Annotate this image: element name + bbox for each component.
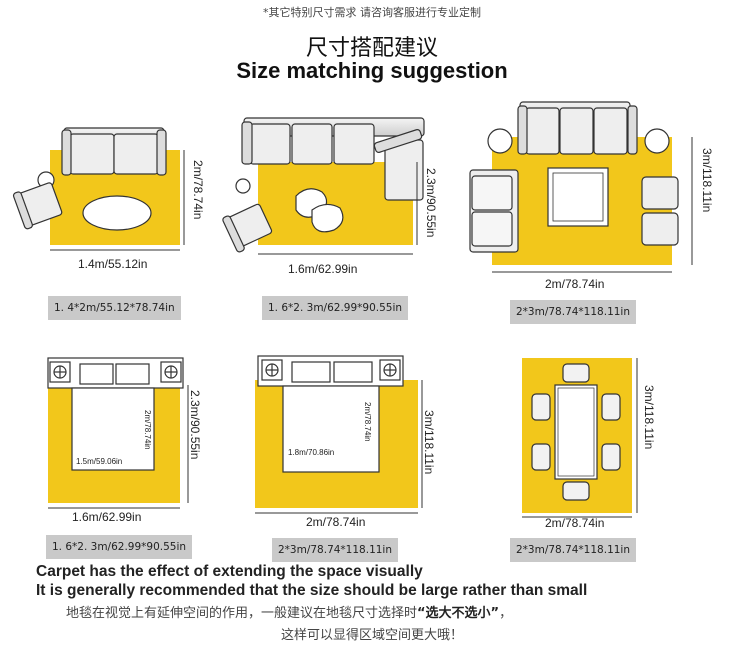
scene-2-size-tag: 1. 6*2. 3m/62.99*90.55in bbox=[262, 296, 409, 320]
scene-4-bed-width-label: 1.5m/59.06in bbox=[76, 457, 123, 466]
scene-bedroom-medium bbox=[47, 357, 189, 509]
bed-4-icon bbox=[71, 387, 155, 471]
footer-line-1: Carpet has the effect of extending the s… bbox=[36, 563, 423, 580]
scene-dining-room bbox=[522, 358, 638, 518]
sofa-2-icon bbox=[241, 117, 425, 201]
nightstand-5a-icon bbox=[261, 359, 283, 381]
pillow-5a-icon bbox=[291, 361, 331, 383]
scene-1-width-label: 1.4m/55.12in bbox=[78, 257, 148, 271]
scene-4-height-label: 2.3m/90.55in bbox=[188, 390, 202, 460]
footer-line-4: 这样可以显得区域空间更大哦！ bbox=[280, 628, 463, 643]
scene-5-width-label: 2m/78.74in bbox=[306, 515, 366, 529]
armchair-2-icon bbox=[222, 203, 273, 253]
sofa-1-icon bbox=[61, 127, 167, 176]
dining-table-icon bbox=[554, 384, 598, 480]
coffee-tables-2-icon bbox=[295, 188, 344, 233]
pillow-4a-icon bbox=[79, 363, 114, 385]
scene-1-height-label: 2m/78.74in bbox=[191, 160, 205, 220]
coffee-table-1-icon bbox=[82, 195, 152, 231]
nightstand-5b-icon bbox=[379, 359, 401, 381]
scene-3-width-label: 2m/78.74in bbox=[545, 277, 605, 291]
scene-2-height-label: 2.3m/90.55in bbox=[424, 168, 438, 238]
coffee-table-3-icon bbox=[547, 167, 609, 227]
dining-chairs-icon bbox=[531, 363, 621, 501]
side-table-3a-icon bbox=[487, 128, 513, 154]
sofa-3-icon bbox=[517, 101, 638, 155]
scene-3-size-tag: 2*3m/78.74*118.11in bbox=[510, 300, 636, 324]
scene-5-height-label: 3m/118.11in bbox=[422, 410, 436, 475]
scene-4-size-tag: 1. 6*2. 3m/62.99*90.55in bbox=[46, 535, 193, 559]
loveseat-3-icon bbox=[469, 169, 519, 253]
footer-line-3-prefix: 地毯在视觉上有延伸空间的作用，一般建议在地毯尺寸选择时 bbox=[66, 606, 418, 621]
scene-2-width-label: 1.6m/62.99in bbox=[288, 262, 358, 276]
side-table-3b-icon bbox=[644, 128, 670, 154]
armchair-1-icon bbox=[12, 182, 63, 230]
pillow-4b-icon bbox=[115, 363, 150, 385]
bed-5-icon bbox=[282, 385, 380, 473]
scene-living-room-large bbox=[469, 101, 693, 273]
scene-4-width-label: 1.6m/62.99in bbox=[72, 510, 142, 524]
nightstand-4a-icon bbox=[49, 361, 71, 383]
scene-living-room-small bbox=[12, 127, 185, 251]
scene-1-size-tag: 1. 4*2m/55.12*78.74in bbox=[48, 296, 181, 320]
side-table-2-icon bbox=[235, 178, 251, 194]
nightstand-4b-icon bbox=[160, 361, 182, 383]
scene-5-size-tag: 2*3m/78.74*118.11in bbox=[272, 538, 398, 562]
scene-5-bed-width-label: 1.8m/70.86in bbox=[288, 448, 335, 457]
footer-line-3: 地毯在视觉上有延伸空间的作用，一般建议在地毯尺寸选择时“选大不选小”， bbox=[66, 602, 512, 621]
scene-4-bed-length-label: 2m/78.74in bbox=[143, 410, 152, 450]
footer-line-2: It is generally recommended that the siz… bbox=[36, 582, 588, 599]
scene-5-bed-length-label: 2m/78.74in bbox=[363, 402, 372, 442]
scene-3-height-label: 3m/118.11in bbox=[700, 148, 714, 213]
custom-size-note: *其它特别尺寸需求 请咨询客服进行专业定制 bbox=[263, 6, 481, 19]
pillow-5b-icon bbox=[333, 361, 373, 383]
footer-line-3-suffix: ， bbox=[499, 606, 513, 621]
scene-living-room-medium bbox=[222, 117, 425, 255]
page-title-chinese: 尺寸搭配建议 bbox=[305, 36, 438, 61]
footer-line-3-emphasis: “选大不选小” bbox=[417, 606, 500, 621]
ottomans-3-icon bbox=[641, 176, 679, 246]
page-title-english: Size matching suggestion bbox=[236, 58, 508, 83]
scene-bedroom-large bbox=[255, 355, 423, 514]
scene-6-size-tag: 2*3m/78.74*118.11in bbox=[510, 538, 636, 562]
scene-6-height-label: 3m/118.11in bbox=[642, 385, 656, 450]
scene-6-width-label: 2m/78.74in bbox=[545, 516, 605, 530]
